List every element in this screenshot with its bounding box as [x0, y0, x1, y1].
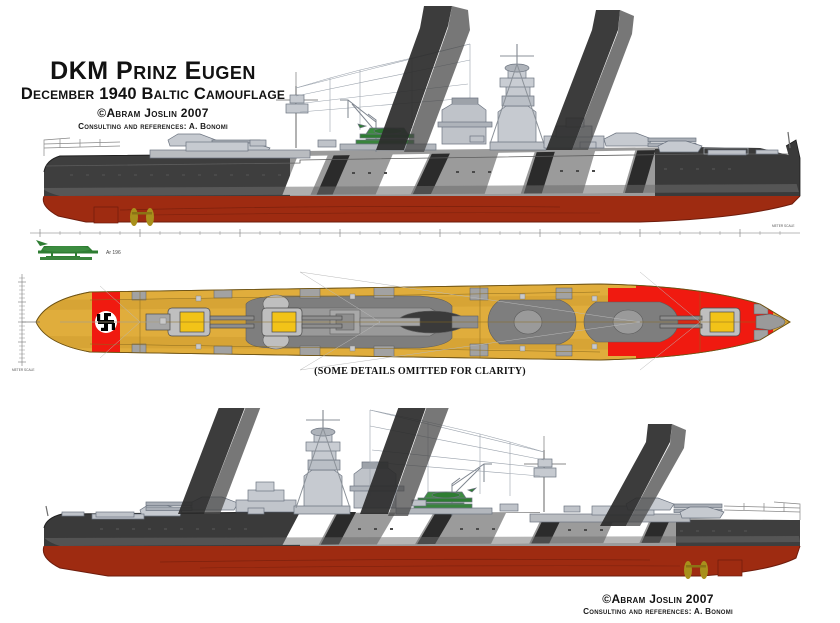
mainmast — [276, 72, 318, 148]
copyright-credit: ©Abram Joslin 2007 — [97, 106, 209, 121]
turret-forward-b — [603, 132, 697, 147]
hull-below-waterline-port — [42, 545, 801, 579]
page-title: DKM Prinz Eugen — [50, 57, 256, 85]
stern-railing — [43, 137, 121, 156]
hull-scuttles-port — [100, 528, 747, 532]
camouflage-stripes-superstructure — [376, 6, 634, 152]
bow-dark-panel — [655, 147, 800, 196]
page-subtitle: December 1940 Baltic Camouflage — [20, 85, 286, 104]
plan-view: METER SCALE — [0, 270, 840, 375]
aerial-recognition-band-aft — [92, 284, 120, 360]
plan-view-note: (SOME DETAILS OMITTED FOR CLARITY) — [314, 366, 526, 377]
svg-text:Ar 196: Ar 196 — [106, 250, 121, 256]
bow-tip-plan — [755, 313, 786, 331]
consulting-credit: Consulting and references: A. Bonomi — [78, 122, 228, 132]
starboard-profile-view: METER SCALE Ar 196 — [0, 0, 840, 260]
port-profile-view — [0, 408, 840, 608]
camouflage-stripes-hull — [44, 148, 800, 196]
arado-floatplane-inset: Ar 196 — [36, 240, 121, 260]
camouflage-stripes-superstructure-port — [178, 408, 686, 526]
bridge-tower-port — [293, 410, 351, 515]
foremast — [489, 63, 545, 145]
scale-ruler-horizontal — [30, 229, 800, 237]
rigging-envelope — [60, 271, 701, 371]
turret-aft-d-port — [679, 506, 725, 519]
propeller-port — [684, 561, 708, 579]
mainmast-port — [524, 436, 566, 512]
funnel — [437, 97, 493, 145]
propeller — [130, 208, 154, 226]
bottom-credit-block: ©Abram Joslin 2007 Consulting and refere… — [480, 592, 836, 616]
stern-railing-port — [723, 501, 801, 520]
bottom-consulting-credit: Consulting and references: A. Bonomi — [583, 607, 733, 616]
turret-forward-a — [657, 140, 703, 153]
bottom-copyright-credit: ©Abram Joslin 2007 — [602, 592, 714, 606]
title-block: DKM Prinz Eugen December 1940 Baltic Cam… — [8, 57, 298, 132]
svg-text:METER SCALE: METER SCALE — [12, 368, 35, 372]
scale-ruler-vertical — [18, 274, 40, 366]
scale-ruler-caption: METER SCALE — [772, 224, 795, 228]
hull-below-waterline — [42, 195, 801, 226]
bridge-tower — [489, 44, 547, 151]
